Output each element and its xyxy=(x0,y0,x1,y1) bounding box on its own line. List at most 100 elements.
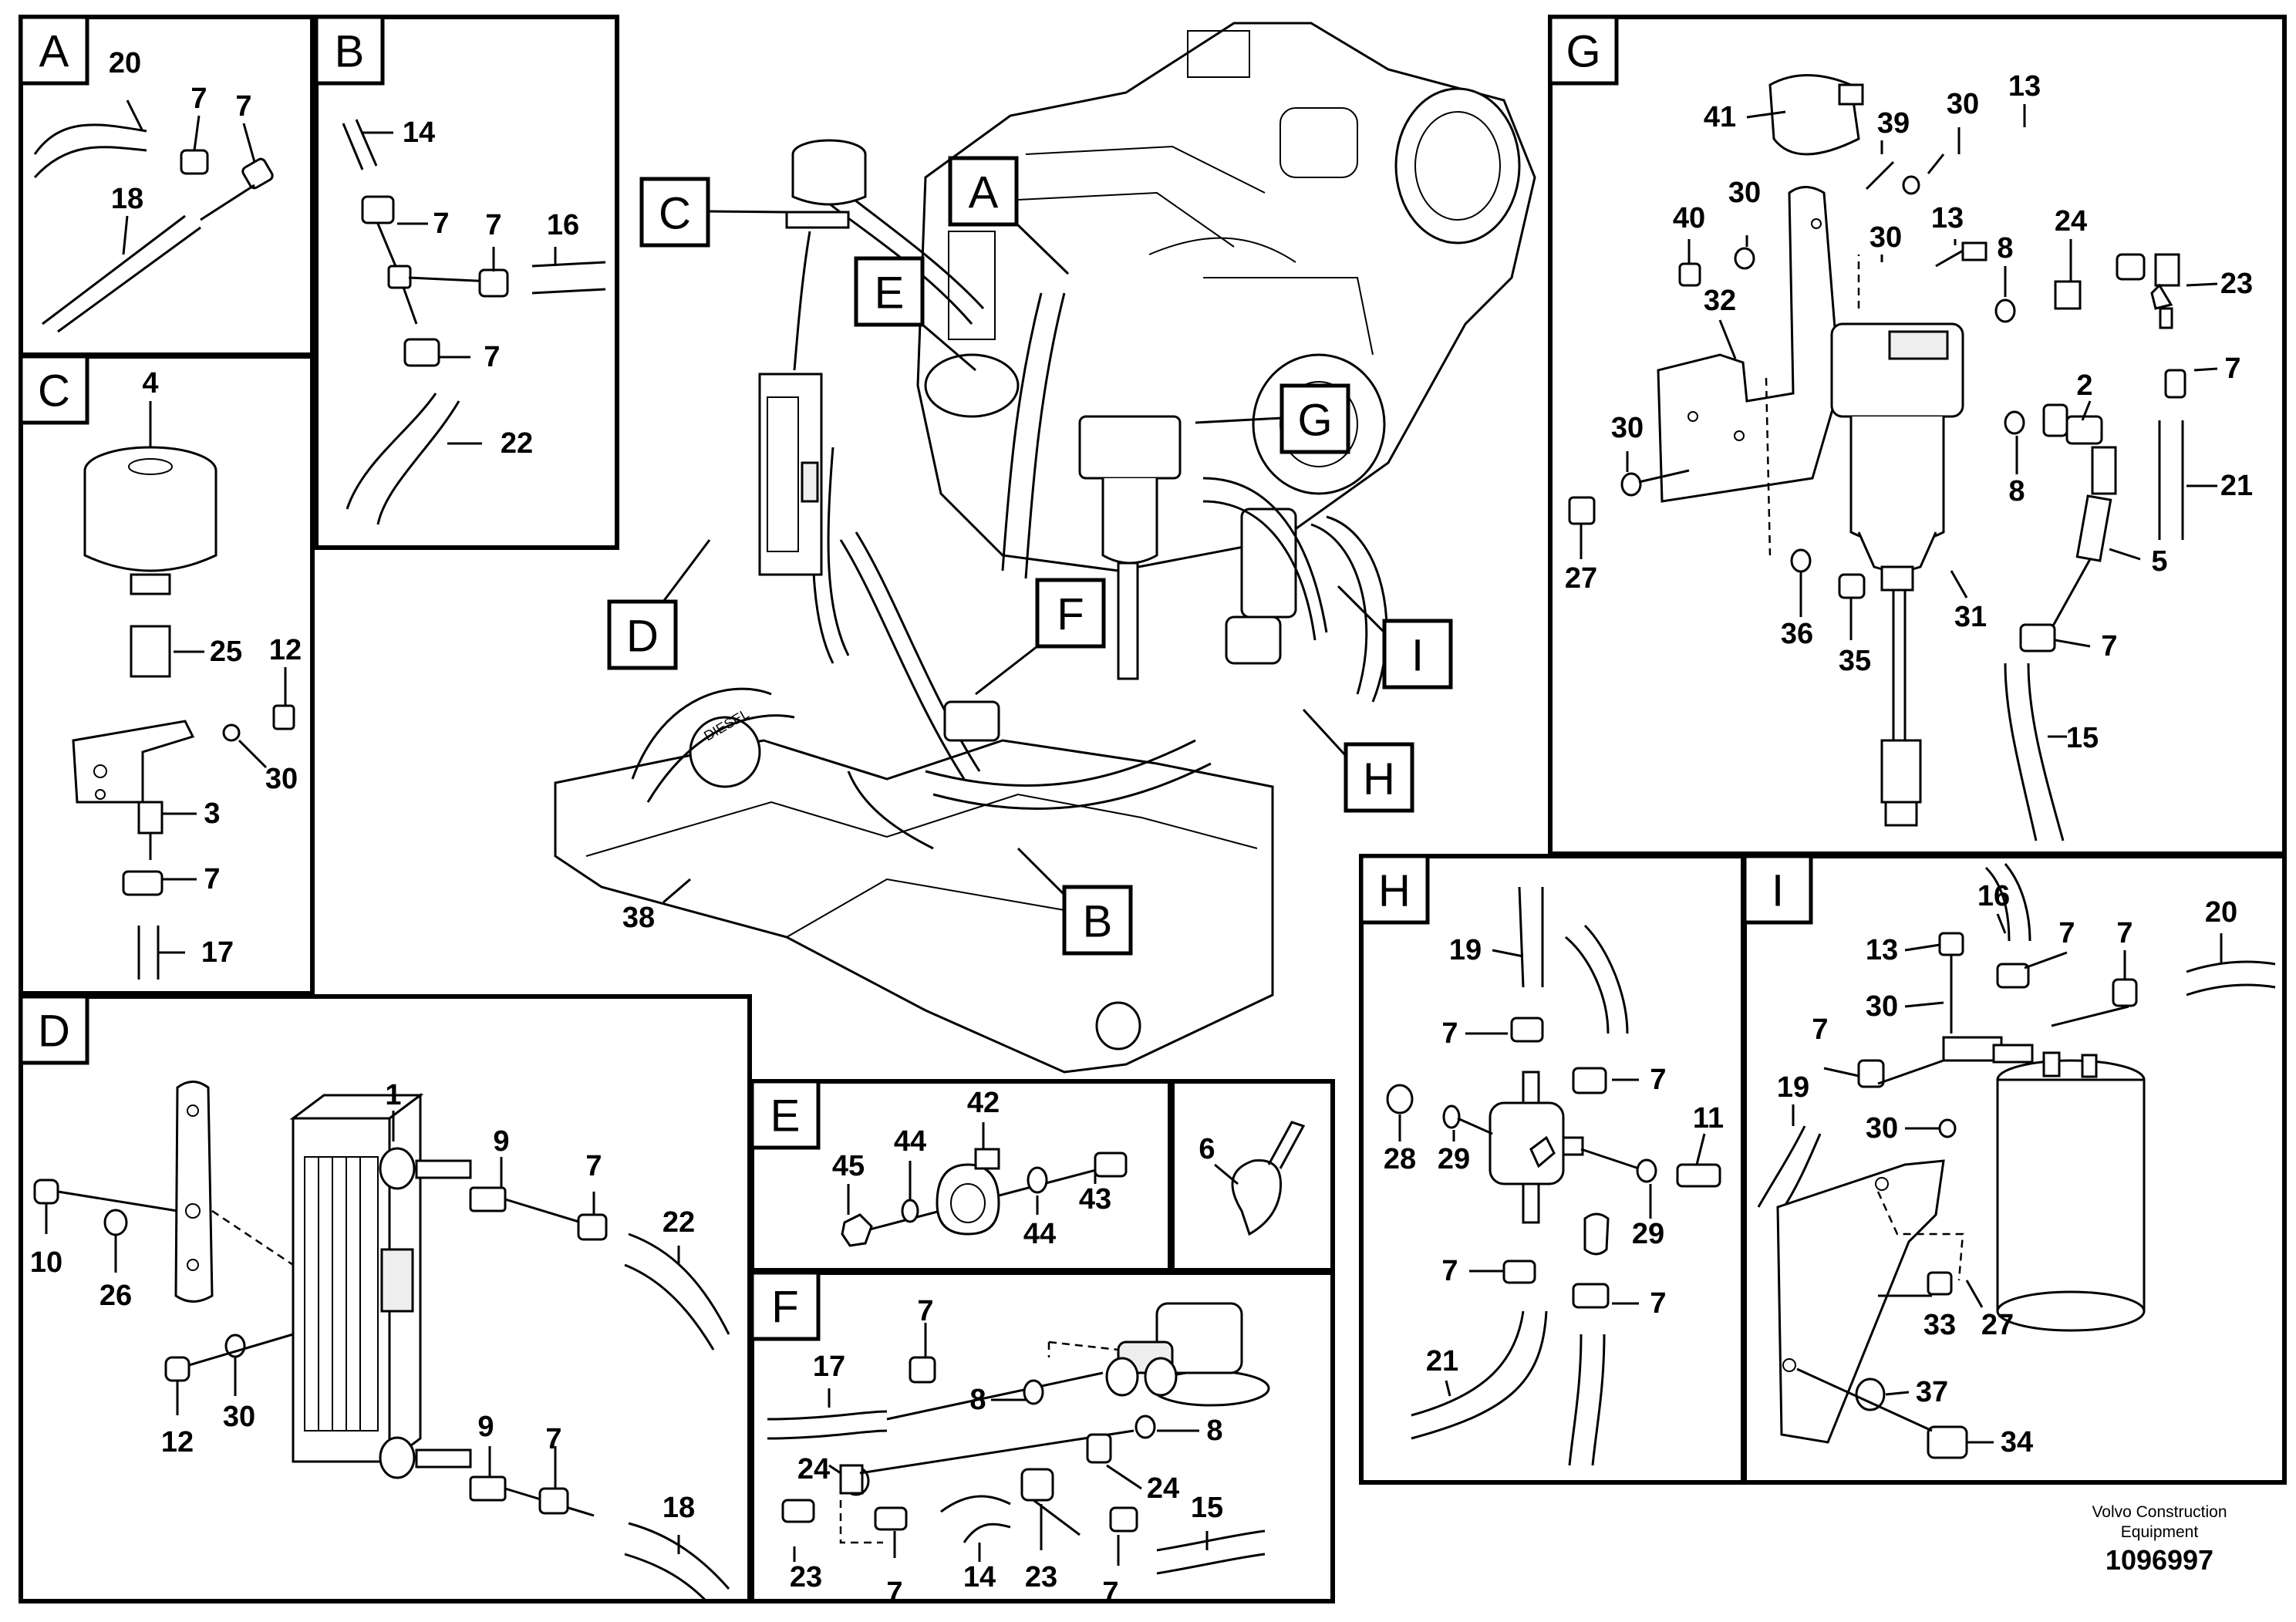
panel-a-tag: A xyxy=(39,27,69,77)
h-callout-5: 29 xyxy=(1438,1143,1470,1175)
a-callout-3: 7 xyxy=(235,90,251,123)
d-callout-6: 26 xyxy=(99,1280,132,1312)
a-callout-4: 18 xyxy=(111,183,143,215)
g-callout-13: 7 xyxy=(2224,352,2240,385)
panel-h-tag: H xyxy=(1378,866,1411,916)
a-callout-2: 7 xyxy=(190,83,207,115)
f-callout-2: 7 xyxy=(917,1295,933,1327)
panel-d-tag: D xyxy=(38,1007,70,1057)
g-callout-23: 7 xyxy=(2101,630,2117,663)
a-callout-1: 20 xyxy=(109,47,141,79)
panel-i: I xyxy=(1742,854,2287,1485)
d-callout-3: 7 xyxy=(585,1150,602,1182)
c-callout-3: 12 xyxy=(269,634,302,666)
g-callout-2: 39 xyxy=(1877,107,1910,140)
g-callout-9: 8 xyxy=(1997,232,2013,265)
i-callout-11: 27 xyxy=(1981,1309,2014,1341)
b-callout-3: 7 xyxy=(485,209,501,241)
f-callout-6: 24 xyxy=(1147,1472,1179,1505)
i-callout-5: 20 xyxy=(2205,896,2237,929)
i-callout-4: 7 xyxy=(2116,917,2132,949)
f-callout-7: 15 xyxy=(1191,1492,1223,1524)
overview-tag-e: E xyxy=(875,268,905,319)
panel-b-tag: B xyxy=(335,27,365,77)
d-callout-7: 12 xyxy=(161,1426,194,1458)
d-callout-9: 9 xyxy=(477,1411,494,1443)
i-callout-2: 13 xyxy=(1866,934,1898,966)
overview-tag-d: D xyxy=(626,612,659,662)
c-callout-5: 3 xyxy=(204,798,220,830)
panel-f-tag: F xyxy=(771,1283,798,1333)
g-callout-1: 41 xyxy=(1704,101,1736,133)
g-callout-18: 27 xyxy=(1565,562,1597,595)
g-callout-16: 8 xyxy=(2008,475,2025,508)
f-callout-5: 24 xyxy=(797,1453,830,1485)
panel-i-tag: I xyxy=(1772,866,1784,916)
g-callout-20: 36 xyxy=(1781,618,1813,650)
f-callout-10: 14 xyxy=(963,1561,996,1593)
i-callout-9: 30 xyxy=(1866,1112,1898,1145)
f-callout-3: 8 xyxy=(969,1384,986,1416)
panel-d: D xyxy=(19,994,752,1603)
c-callout-4: 30 xyxy=(265,763,298,795)
h-callout-2: 7 xyxy=(1441,1017,1458,1050)
g-callout-5: 30 xyxy=(1728,177,1761,209)
c-callout-1: 4 xyxy=(142,367,158,400)
i-callout-6: 30 xyxy=(1866,990,1898,1023)
g-callout-17: 21 xyxy=(2220,470,2253,502)
f-callout-4: 8 xyxy=(1206,1415,1222,1447)
f-callout-12: 7 xyxy=(1102,1576,1118,1609)
footer-brand-line1: Volvo Construction xyxy=(2092,1503,2227,1521)
d-callout-5: 10 xyxy=(30,1246,62,1279)
footer: Volvo Construction Equipment 1096997 xyxy=(2092,1503,2227,1576)
d-callout-11: 18 xyxy=(663,1492,695,1524)
f-callout-8: 23 xyxy=(790,1561,822,1593)
g-callout-22: 31 xyxy=(1954,601,1987,633)
h-callout-4: 28 xyxy=(1384,1143,1416,1175)
g-callout-15: 30 xyxy=(1611,412,1644,444)
g-callout-21: 35 xyxy=(1839,645,1871,677)
c-callout-2: 25 xyxy=(210,636,242,668)
d-callout-1: 1 xyxy=(385,1079,401,1111)
f-callout-1: 17 xyxy=(813,1351,845,1383)
g-callout-4: 13 xyxy=(2008,70,2041,103)
overview-tag-b: B xyxy=(1083,897,1113,947)
panel-clamp: 6 xyxy=(1170,1079,1335,1273)
f-callout-11: 23 xyxy=(1025,1561,1057,1593)
panel-g: G xyxy=(1548,15,2287,856)
i-callout-3: 7 xyxy=(2058,917,2075,949)
g-callout-8: 13 xyxy=(1931,202,1964,234)
overview-tag-h: H xyxy=(1363,754,1395,804)
h-callout-6: 11 xyxy=(1693,1102,1724,1135)
h-callout-3: 7 xyxy=(1650,1064,1666,1096)
d-callout-4: 22 xyxy=(663,1206,695,1239)
panel-g-tag: G xyxy=(1566,27,1600,77)
e-callout-5: 43 xyxy=(1079,1183,1111,1216)
panel-h: H 19 7 7 28 xyxy=(1359,854,1745,1485)
c-callout-6: 7 xyxy=(204,863,220,895)
panel-c-tag: C xyxy=(38,366,70,416)
overview-tag-g: G xyxy=(1297,396,1332,446)
overview-tag-i: I xyxy=(1411,631,1424,681)
b-callout-5: 7 xyxy=(484,341,500,373)
d-callout-8: 30 xyxy=(223,1401,255,1433)
g-callout-14: 2 xyxy=(2076,369,2092,402)
d-callout-2: 9 xyxy=(493,1125,509,1158)
h-callout-10: 21 xyxy=(1426,1345,1458,1378)
clamp-callout-1: 6 xyxy=(1199,1133,1215,1165)
d-callout-10: 7 xyxy=(545,1423,561,1455)
footer-brand-line2: Equipment xyxy=(2121,1523,2199,1541)
footer-code: 1096997 xyxy=(2106,1544,2213,1576)
g-callout-3: 30 xyxy=(1947,88,1979,120)
i-callout-10: 33 xyxy=(1923,1309,1956,1341)
panel-a: A 20 7 7 18 xyxy=(19,15,315,357)
h-callout-1: 19 xyxy=(1449,934,1482,966)
panel-c: C 4 25 12 30 3 7 17 xyxy=(19,354,315,996)
overview-tag-c: C xyxy=(659,189,691,239)
overview-tag-a: A xyxy=(969,168,999,218)
overview-tag-f: F xyxy=(1057,590,1084,640)
h-callout-9: 7 xyxy=(1650,1287,1666,1320)
h-callout-8: 7 xyxy=(1441,1255,1458,1287)
g-callout-19: 5 xyxy=(2151,545,2167,578)
f-callout-9: 7 xyxy=(886,1576,902,1609)
